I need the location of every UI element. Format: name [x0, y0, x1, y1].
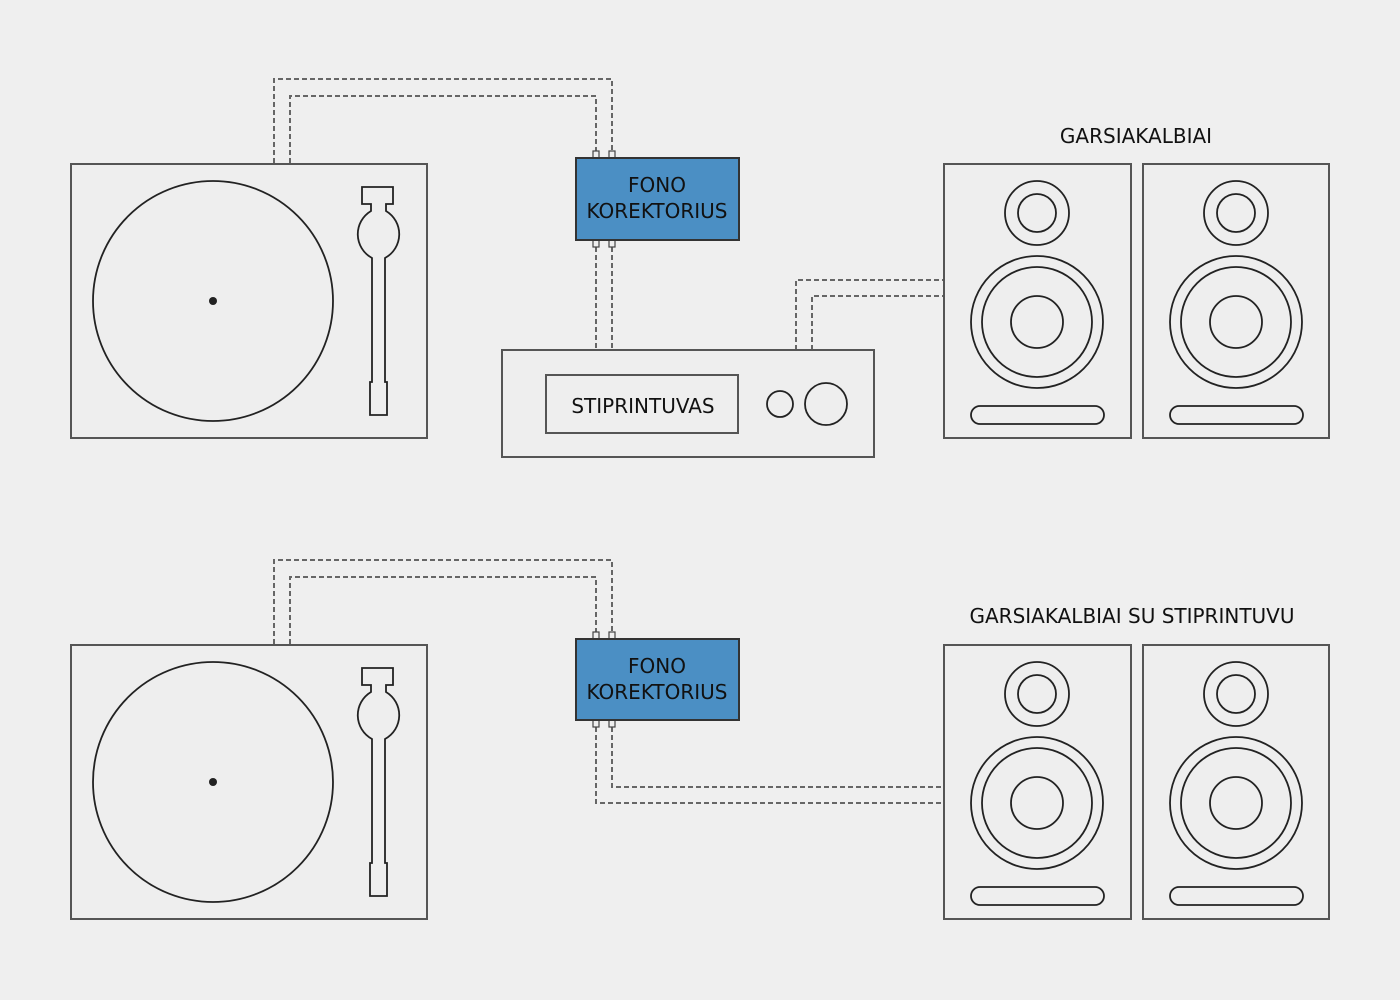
phono-plug [608, 719, 616, 728]
tonearm-icon [356, 186, 401, 416]
phono-plug [608, 631, 616, 640]
cable-turntable-to-phono-outer [273, 78, 613, 163]
powered-speakers-label: GARSIAKALBIAI SU STIPRINTUVU [970, 604, 1295, 628]
phono-plug [592, 719, 600, 728]
cable-amplifier-to-speakers-inner [811, 295, 944, 350]
amplifier-display [545, 374, 739, 434]
amplifier-volume-knob [804, 382, 848, 426]
speakers-label: GARSIAKALBIAI [1060, 124, 1212, 148]
phono-preamp: FONO KOREKTORIUS [575, 631, 740, 728]
speaker-right [1142, 644, 1330, 920]
cable-turntable-to-phono-inner [289, 576, 597, 644]
bass-port [1169, 405, 1304, 425]
woofer [970, 736, 1104, 870]
woofer [1169, 736, 1303, 870]
cable-turntable-to-phono-outer [273, 559, 613, 644]
woofer [970, 255, 1104, 389]
phono-plug [592, 239, 600, 248]
tweeter [1203, 661, 1269, 727]
phono-label-line1: FONO [628, 173, 686, 197]
turntable [70, 644, 428, 920]
woofer [1169, 255, 1303, 389]
turntable [70, 163, 428, 439]
bottom-setup: FONO KOREKTORIUS GARSIAKALBIAI SU STIPRI… [70, 559, 1330, 920]
top-setup: FONO KOREKTORIUS STIPRINTUVAS GARSIAKALB… [70, 78, 1330, 458]
phono-label-line1: FONO [628, 654, 686, 678]
tweeter [1004, 661, 1070, 727]
turntable-platter [92, 661, 334, 903]
cable-amplifier-to-speakers-outer [795, 279, 944, 350]
phono-plug [592, 631, 600, 640]
turntable-platter [92, 180, 334, 422]
cable-phono-to-speakers-inner [611, 727, 944, 788]
phono-plug [608, 239, 616, 248]
phono-label-line2: KOREKTORIUS [587, 199, 728, 223]
speaker-left [943, 163, 1132, 439]
phono-label-line2: KOREKTORIUS [587, 680, 728, 704]
bass-port [970, 886, 1105, 906]
bass-port [970, 405, 1105, 425]
amplifier: STIPRINTUVAS [501, 349, 875, 458]
tonearm-icon [356, 667, 401, 897]
amplifier-label: STIPRINTUVAS [571, 394, 714, 418]
speaker-left [943, 644, 1132, 920]
tweeter [1004, 180, 1070, 246]
tweeter [1203, 180, 1269, 246]
phono-plug [592, 150, 600, 159]
turntable-spindle [209, 778, 217, 786]
amplifier-small-knob [766, 390, 794, 418]
cable-phono-to-speakers-outer [595, 727, 944, 804]
bass-port [1169, 886, 1304, 906]
phono-plug [608, 150, 616, 159]
turntable-spindle [209, 297, 217, 305]
phono-preamp: FONO KOREKTORIUS [575, 150, 740, 248]
cable-turntable-to-phono-inner [289, 95, 597, 163]
speaker-right [1142, 163, 1330, 439]
